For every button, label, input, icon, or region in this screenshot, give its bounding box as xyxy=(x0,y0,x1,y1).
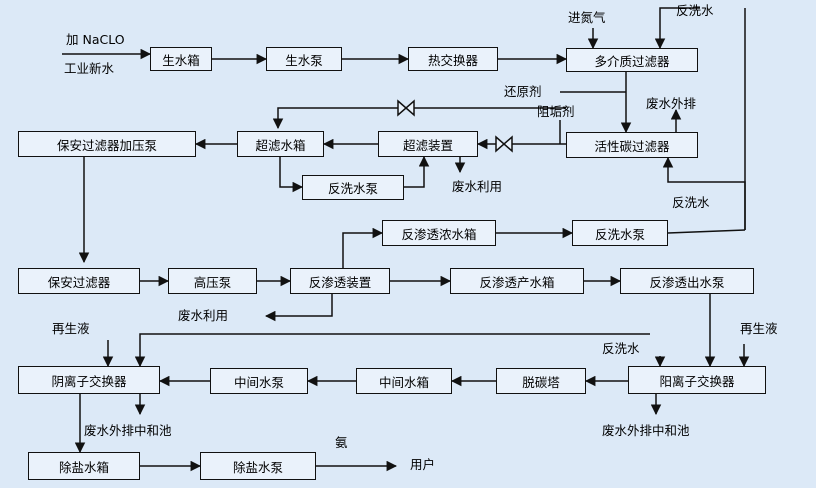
activated-carbon-filter-label: 活性碳过滤器 xyxy=(594,138,670,154)
flow-backwash-top xyxy=(654,7,700,50)
label-waste-discharge: 废水外排 xyxy=(646,96,697,111)
security-filter-booster-pump-label: 保安过滤器加压泵 xyxy=(56,137,157,153)
ro-backwash-pump: 反洗水泵 xyxy=(572,220,668,246)
multimedia-filter-label: 多介质过滤器 xyxy=(594,53,670,69)
ro-device: 反渗透装置 xyxy=(290,268,390,294)
demin-water-pump: 除盐水泵 xyxy=(200,452,316,480)
uf-device-label: 超滤装置 xyxy=(402,137,453,153)
intermediate-tank-label: 中间水箱 xyxy=(378,374,429,390)
raw-water-pump: 生水泵 xyxy=(266,47,342,71)
intermediate-pump-label: 中间水泵 xyxy=(233,374,284,390)
label-waste-reuse-uf: 废水利用 xyxy=(452,179,503,194)
label-regen-right: 再生液 xyxy=(740,321,778,336)
high-pressure-pump: 高压泵 xyxy=(168,268,257,294)
label-backwash-water-top: 反洗水 xyxy=(676,3,714,18)
uf-backwash-pump: 反洗水泵 xyxy=(302,175,404,200)
security-filter-booster-pump: 保安过滤器加压泵 xyxy=(18,131,196,157)
ro-product-tank-label: 反渗透产水箱 xyxy=(479,274,555,290)
raw-water-tank-label: 生水箱 xyxy=(162,52,200,68)
intermediate-tank: 中间水箱 xyxy=(356,368,452,394)
heat-exchanger: 热交换器 xyxy=(408,47,498,71)
ro-backwash-pump-label: 反洗水泵 xyxy=(594,226,645,242)
label-regen-left: 再生液 xyxy=(52,321,90,336)
flow-ro-to-concentrate xyxy=(342,227,384,268)
raw-water-tank: 生水箱 xyxy=(150,47,212,71)
uf-backwash-pump-label: 反洗水泵 xyxy=(327,181,378,196)
ro-concentrate-tank: 反渗透浓水箱 xyxy=(382,220,496,246)
flow-uf-tank-to-backwash xyxy=(279,157,304,193)
decarbonator-label: 脱碳塔 xyxy=(522,374,560,390)
flow-backwash-ro-to-right xyxy=(667,229,746,234)
demin-water-tank-label: 除盐水箱 xyxy=(58,459,109,475)
valve-top xyxy=(397,99,415,117)
flow-ro-waste xyxy=(264,294,333,322)
uf-water-tank: 超滤水箱 xyxy=(237,131,324,157)
ro-outlet-pump-label: 反渗透出水泵 xyxy=(649,274,725,290)
label-ammonia: 氨 xyxy=(335,435,348,450)
label-industrial-fresh-water: 工业新水 xyxy=(64,61,115,76)
cation-exchanger: 阳离子交换器 xyxy=(628,366,766,394)
ro-product-tank: 反渗透产水箱 xyxy=(450,268,584,294)
label-add-naclo: 加 NaCLO xyxy=(66,32,125,47)
flow-backwash-to-uf xyxy=(404,155,430,188)
label-backwash-water-right: 反洗水 xyxy=(672,195,710,210)
intermediate-pump: 中间水泵 xyxy=(210,368,308,394)
label-reducing-agent: 还原剂 xyxy=(504,84,542,99)
flow-backwash-to-anion xyxy=(134,333,650,368)
label-waste-reuse-ro: 废水利用 xyxy=(178,308,229,323)
heat-exchanger-label: 热交换器 xyxy=(427,52,478,68)
anion-exchanger: 阴离子交换器 xyxy=(18,366,160,394)
security-filter-label: 保安过滤器 xyxy=(47,274,111,290)
label-scale-inhibitor: 阻垢剂 xyxy=(537,104,575,119)
decarbonator: 脱碳塔 xyxy=(496,368,586,394)
uf-device: 超滤装置 xyxy=(378,131,478,157)
cation-exchanger-label: 阳离子交换器 xyxy=(659,373,735,389)
demin-water-pump-label: 除盐水泵 xyxy=(232,459,283,475)
flow-uf-bypass xyxy=(272,107,566,130)
demin-water-tank: 除盐水箱 xyxy=(28,452,140,480)
anion-exchanger-label: 阴离子交换器 xyxy=(51,373,127,389)
flow-right-backwash-loop xyxy=(662,156,746,230)
label-waste-neutral-cation: 废水外排中和池 xyxy=(602,423,690,438)
multimedia-filter: 多介质过滤器 xyxy=(566,48,698,72)
ro-concentrate-tank-label: 反渗透浓水箱 xyxy=(401,226,477,242)
label-waste-neutral-anion: 废水外排中和池 xyxy=(84,423,172,438)
activated-carbon-filter: 活性碳过滤器 xyxy=(566,132,698,158)
valve-mid xyxy=(495,135,513,153)
label-user: 用户 xyxy=(410,457,436,472)
uf-water-tank-label: 超滤水箱 xyxy=(255,137,306,153)
ro-outlet-pump: 反渗透出水泵 xyxy=(620,268,754,294)
raw-water-pump-label: 生水泵 xyxy=(285,52,323,68)
high-pressure-pump-label: 高压泵 xyxy=(193,274,232,290)
label-nitrogen-in: 进氮气 xyxy=(568,10,606,25)
label-backwash-water-cation: 反洗水 xyxy=(602,341,640,356)
security-filter: 保安过滤器 xyxy=(18,268,140,294)
ro-device-label: 反渗透装置 xyxy=(308,274,372,290)
